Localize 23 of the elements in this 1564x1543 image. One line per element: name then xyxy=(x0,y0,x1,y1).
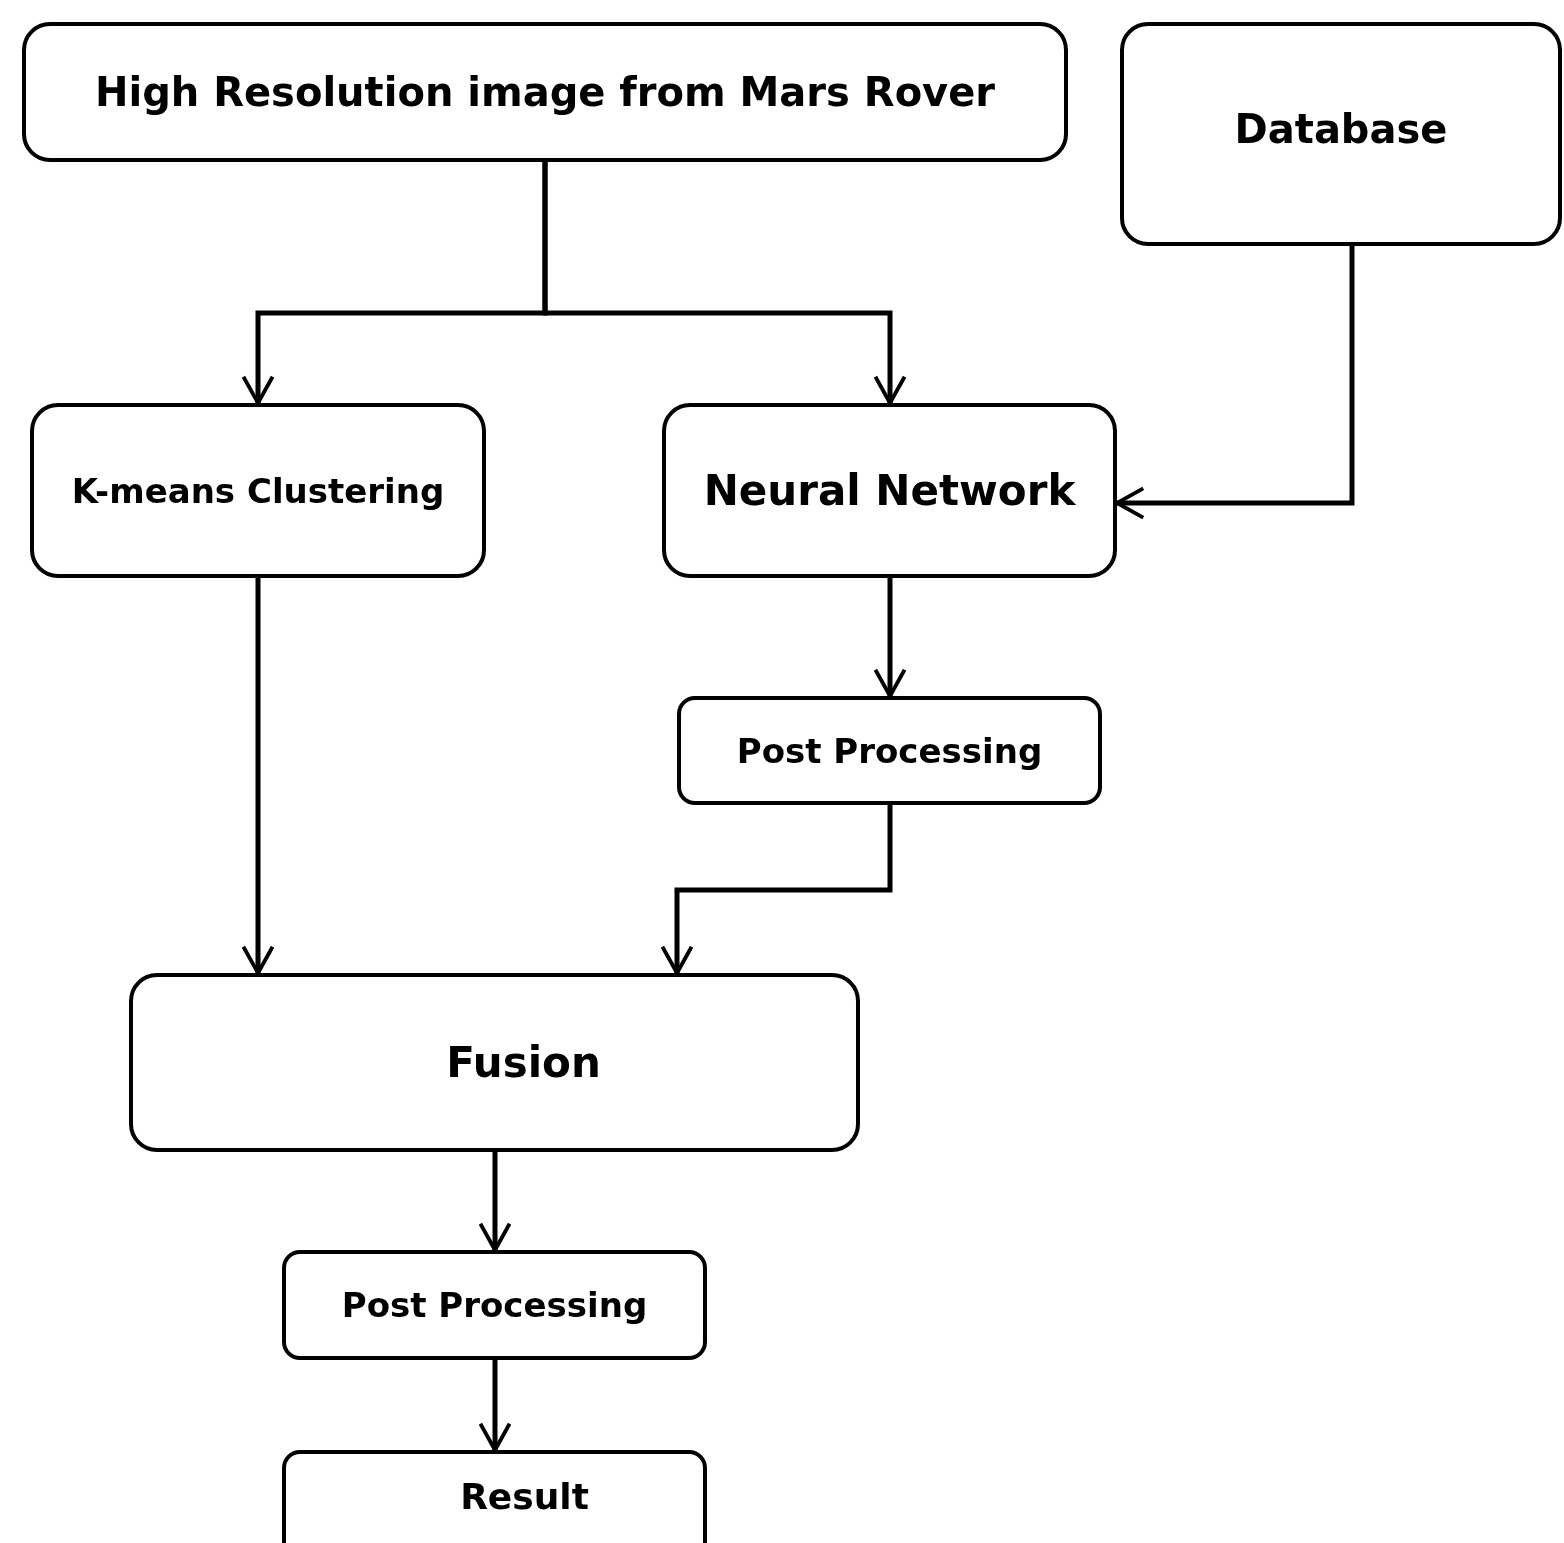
arrow xyxy=(241,578,275,975)
process-box xyxy=(1120,22,1562,246)
box-label: K-means Clustering xyxy=(71,470,445,511)
process-box xyxy=(662,403,1117,578)
box-label: High Resolution image from Mars Rover xyxy=(94,69,996,115)
process-box xyxy=(129,973,860,1152)
process-box xyxy=(282,1250,707,1360)
box-label: Neural Network xyxy=(703,466,1076,515)
process-box xyxy=(677,696,1102,805)
box-label: Post Processing xyxy=(736,730,1043,771)
process-box xyxy=(30,403,486,578)
box-label: Post Processing xyxy=(341,1285,648,1325)
arrow xyxy=(1115,246,1355,520)
arrow xyxy=(542,162,907,405)
arrow xyxy=(660,805,893,975)
arrow xyxy=(478,1152,512,1252)
box-label: Database xyxy=(1234,106,1448,152)
process-box xyxy=(22,22,1068,162)
process-box xyxy=(282,1450,707,1543)
arrow xyxy=(478,1360,512,1452)
box-label: Fusion xyxy=(446,1038,601,1087)
box-label: Result xyxy=(460,1476,589,1517)
arrow xyxy=(873,578,907,698)
